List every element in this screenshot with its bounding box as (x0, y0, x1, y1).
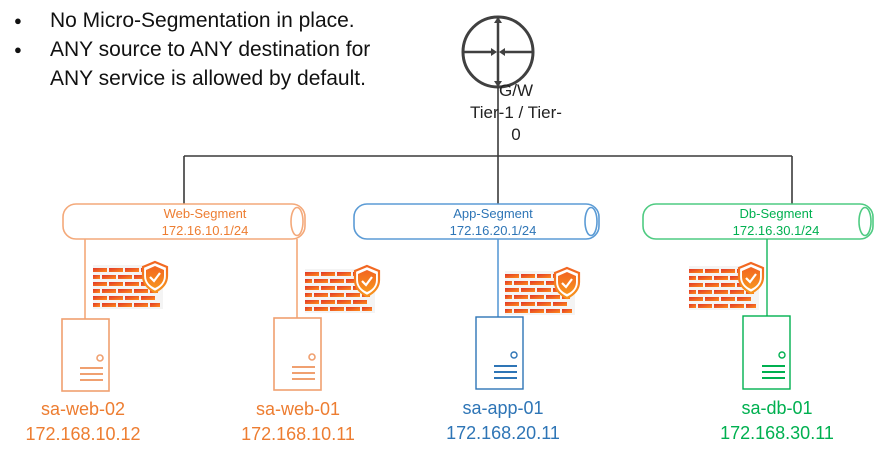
host-ip: 172.168.20.11 (446, 423, 560, 443)
host-label-sa-web-01: sa-web-01 172.168.10.11 (218, 397, 378, 447)
segment-pipe-web[interactable] (62, 203, 306, 240)
router-icon (461, 15, 535, 89)
segment-name: Web-Segment (163, 206, 247, 221)
note-item: No Micro-Segmentation in place. (14, 6, 400, 35)
uplink-lines (183, 87, 793, 205)
server-icon[interactable] (61, 318, 110, 392)
segment-subnet: 172.16.10.1/24 (161, 223, 249, 238)
segment-name: App-Segment (453, 206, 533, 221)
firewall-shield-icon (503, 266, 581, 317)
segment-label-db: Db-Segment 172.16.30.1/24 (691, 205, 861, 239)
host-links (84, 239, 768, 328)
host-name: sa-web-02 (40, 399, 126, 419)
segment-name: Db-Segment (739, 206, 813, 221)
host-ip: 172.168.10.11 (241, 424, 355, 444)
segment-pipe-db[interactable] (642, 203, 874, 240)
host-name: sa-web-01 (255, 399, 341, 419)
firewall-shield-icon (687, 261, 765, 312)
notes-list: No Micro-Segmentation in place. ANY sour… (14, 6, 400, 93)
host-name: sa-db-01 (741, 398, 813, 418)
host-label-sa-db-01: sa-db-01 172.168.30.11 (697, 396, 857, 446)
host-label-sa-web-02: sa-web-02 172.168.10.12 (3, 397, 163, 447)
host-name: sa-app-01 (462, 398, 544, 418)
host-ip: 172.168.10.12 (25, 424, 141, 444)
host-label-sa-app-01: sa-app-01 172.168.20.11 (423, 396, 583, 446)
gateway-name: G/W (499, 81, 533, 100)
segment-label-app: App-Segment 172.16.20.1/24 (408, 205, 578, 239)
segment-subnet: 172.16.30.1/24 (732, 223, 820, 238)
segment-label-web: Web-Segment 172.16.10.1/24 (120, 205, 290, 239)
server-icon[interactable] (742, 315, 791, 390)
firewall-shield-icon (91, 260, 169, 311)
segment-pipe-app[interactable] (353, 203, 600, 240)
gateway-tier: Tier-1 / Tier-0 (470, 103, 562, 144)
gateway-label: G/W Tier-1 / Tier-0 (433, 80, 563, 146)
segment-subnet: 172.16.20.1/24 (449, 223, 537, 238)
firewall-shield-icon (303, 264, 381, 315)
server-icon[interactable] (273, 317, 322, 391)
host-ip: 172.168.30.11 (720, 423, 834, 443)
server-icon[interactable] (475, 316, 524, 390)
note-item: ANY source to ANY destination for ANY se… (14, 35, 400, 93)
